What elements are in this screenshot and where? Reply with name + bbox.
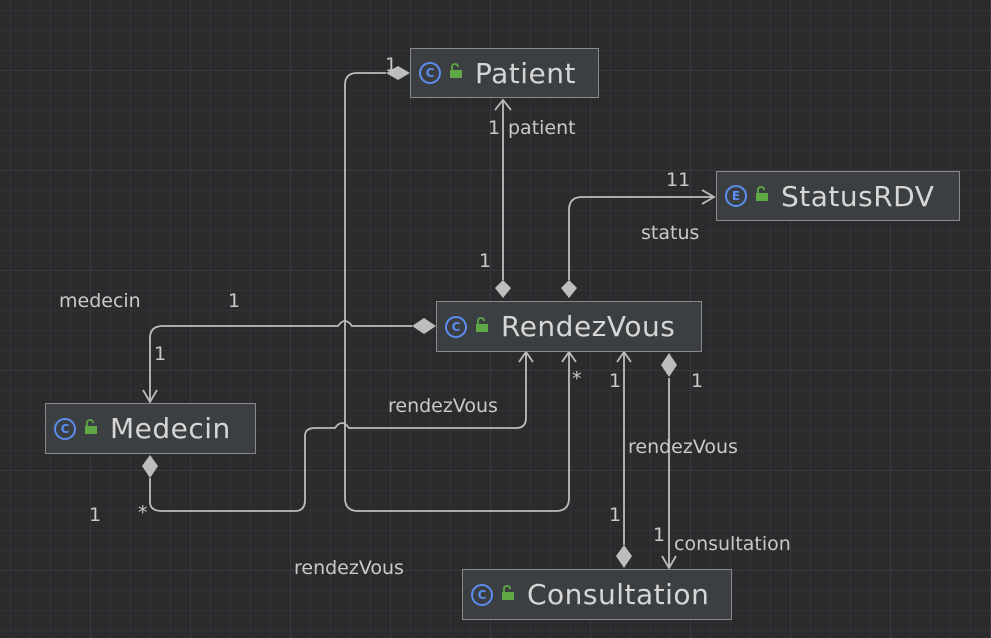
multiplicity-label: * (138, 502, 148, 524)
class-icon: C (445, 315, 467, 338)
multiplicity-label: * (572, 368, 582, 390)
role-label: consultation (674, 533, 791, 555)
class-icon: C (54, 417, 76, 440)
diamond-patient-left (386, 66, 410, 80)
lock-open-icon (84, 418, 98, 439)
edge-patient-rdv (344, 72, 570, 512)
class-patient[interactable]: C Patient (410, 48, 599, 98)
class-icon: C (471, 583, 493, 606)
multiplicity-label: 1 (228, 290, 241, 312)
diamond-medecin-bottom (142, 455, 158, 478)
multiplicity-label: 11 (666, 169, 691, 191)
class-name: StatusRDV (781, 179, 935, 213)
arrowhead-rdv-right (561, 350, 577, 363)
class-rendezvous[interactable]: C RendezVous (436, 301, 702, 352)
role-label: medecin (59, 290, 141, 312)
class-name: Medecin (110, 412, 231, 445)
edge-medecin-rdv (149, 352, 527, 512)
class-icon: C (419, 62, 441, 84)
role-label: rendezVous (294, 557, 404, 579)
arrowhead-rdv-left (518, 350, 534, 363)
role-label: rendezVous (388, 395, 498, 417)
multiplicity-label: 1 (385, 54, 398, 76)
role-label: patient (508, 117, 576, 139)
multiplicity-label: 1 (479, 250, 492, 272)
multiplicity-label: 1 (609, 504, 622, 526)
arrowhead-status (701, 189, 716, 205)
edge-rdv-medecin (149, 320, 412, 400)
class-medecin[interactable]: C Medecin (45, 403, 256, 454)
arrowhead-rdv-consult (616, 350, 632, 363)
diamond-rdv-top-left (495, 280, 511, 298)
diamond-rdv-top-right (561, 280, 577, 298)
multiplicity-label: 1 (653, 524, 666, 546)
diamond-rdv-left (412, 318, 436, 334)
enum-statusrdv[interactable]: E StatusRDV (716, 171, 960, 221)
arrowhead-consult (661, 555, 677, 570)
multiplicity-label: 1 (89, 504, 102, 526)
diamond-consult-top (616, 545, 632, 568)
lock-open-icon (475, 316, 489, 337)
class-consultation[interactable]: C Consultation (462, 569, 732, 620)
multiplicity-label: 1 (488, 117, 501, 139)
role-label: rendezVous (628, 436, 738, 458)
edge-rdv-status (568, 196, 712, 280)
class-name: Consultation (527, 578, 710, 611)
multiplicity-label: 1 (154, 343, 167, 365)
diamond-rdv-bottom (661, 353, 677, 377)
multiplicity-label: 1 (609, 370, 622, 392)
enum-icon: E (725, 185, 747, 207)
lock-open-icon (501, 584, 515, 605)
multiplicity-label: 1 (691, 370, 704, 392)
lock-open-icon (755, 186, 769, 206)
role-label: status (641, 222, 700, 244)
arrowhead-medecin (142, 389, 158, 404)
class-name: Patient (475, 56, 576, 90)
arrowhead-patient (494, 98, 512, 111)
class-name: RendezVous (501, 310, 676, 343)
lock-open-icon (449, 63, 463, 83)
